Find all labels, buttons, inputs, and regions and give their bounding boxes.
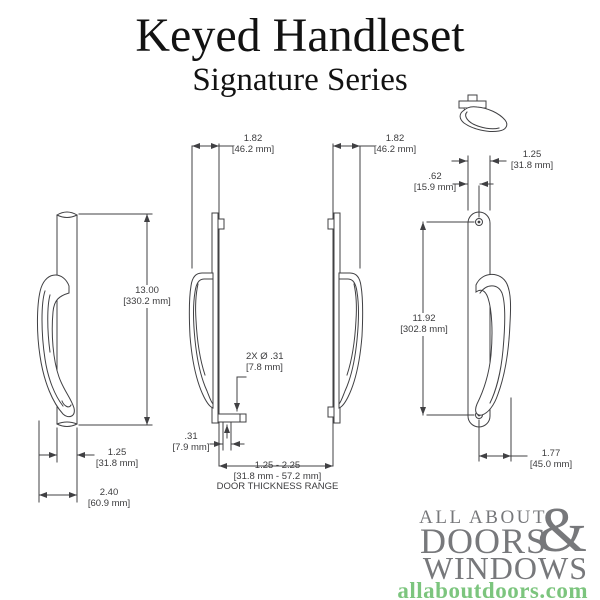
dim-mm: [302.8 mm]: [400, 323, 448, 335]
page-title: Keyed Handleset: [135, 9, 465, 62]
dim-mm: [46.2 mm]: [373, 143, 417, 155]
dim-inches: .31: [184, 431, 198, 442]
dim-inches: 1.25 - 2.25: [254, 460, 301, 471]
logo-windows: WINDOWS: [422, 550, 588, 586]
dim-label-1.77: 1.77 [45.0 mm]: [527, 448, 575, 470]
dim-inches: 13.00: [135, 285, 159, 296]
dim-mm: [31.8 mm - 57.2 mm]: [233, 470, 322, 482]
dim-label-1.82-right: 1.82 [46.2 mm]: [370, 133, 420, 155]
dim-mm: [60.9 mm]: [87, 497, 131, 509]
dim-mm: [31.8 mm]: [510, 159, 554, 171]
dim-mm: [330.2 mm]: [123, 295, 171, 307]
dim-inches: 1.82: [243, 133, 263, 144]
dim-label-13.00: 13.00 [330.2 mm]: [120, 285, 174, 308]
dim-label-1.25-left: 1.25 [31.8 mm]: [92, 447, 142, 469]
view-side-exterior-handle: [188, 143, 334, 469]
dim-caption: DOOR THICKNESS RANGE: [216, 481, 339, 492]
dim-inches: 2X Ø .31: [246, 351, 284, 362]
page-subtitle: Signature Series: [192, 62, 408, 98]
view-front-exterior-handle: [36, 211, 153, 503]
dim-mm: [15.9 mm]: [413, 181, 457, 193]
thumbturn-icon: [458, 94, 508, 132]
dim-label-1.25-right: 1.25 [31.8 mm]: [508, 149, 556, 171]
dim-mm: [31.8 mm]: [95, 457, 139, 469]
logo-doors: DOORS: [419, 521, 547, 561]
company-logo: ALL ABOUT & DOORS WINDOWS allaboutdoors.…: [397, 498, 592, 600]
dim-inches: 11.92: [412, 313, 436, 324]
dim-inches: 1.25: [107, 447, 127, 458]
dim-label-11.92: 11.92 [302.8 mm]: [398, 313, 450, 336]
dim-label-1.82-left: 1.82 [46.2 mm]: [228, 133, 278, 155]
logo-website-link[interactable]: allaboutdoors.com: [397, 578, 588, 600]
logo-all-about: ALL ABOUT: [419, 507, 547, 528]
dim-mm: [46.2 mm]: [231, 143, 275, 155]
dim-inches: 1.77: [541, 448, 561, 459]
dim-label-2x-dia-.31: 2X Ø .31 [7.8 mm]: [246, 351, 306, 373]
dim-mm: [7.8 mm]: [246, 361, 283, 373]
dim-mm: [45.0 mm]: [529, 458, 573, 470]
view-front-interior-handle: [420, 155, 528, 462]
dim-inches: 1.82: [385, 133, 405, 144]
dim-label-2.40: 2.40 [60.9 mm]: [84, 487, 134, 509]
dim-label-.62: .62 [15.9 mm]: [412, 171, 458, 193]
view-side-interior-handle: [327, 143, 375, 467]
logo-ampersand: &: [537, 494, 587, 565]
dim-inches: 2.40: [99, 487, 119, 498]
dim-inches: .62: [428, 171, 442, 182]
dim-label-.31: .31 [7.9 mm]: [172, 431, 210, 453]
dim-inches: 1.25: [522, 149, 542, 160]
dim-label-door-thickness: 1.25 - 2.25 [31.8 mm - 57.2 mm] DOOR THI…: [215, 460, 340, 493]
dim-mm: [7.9 mm]: [172, 441, 210, 453]
